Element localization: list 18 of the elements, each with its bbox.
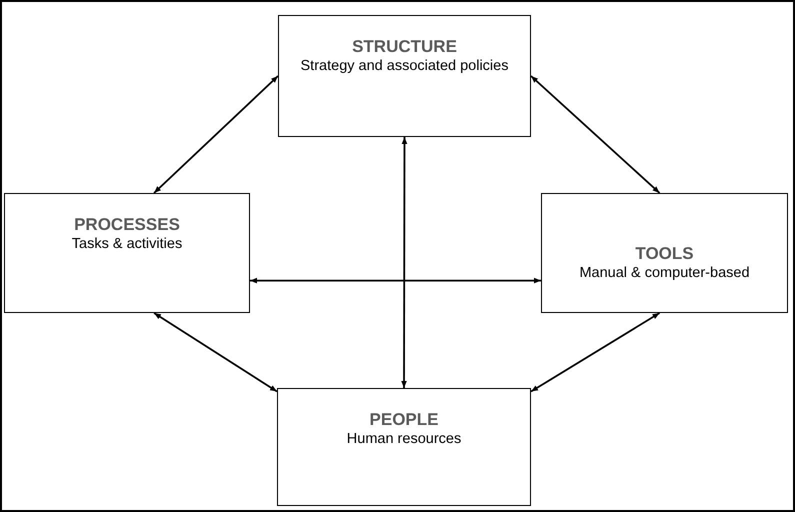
concept-box	[278, 15, 531, 137]
box-heading: TOOLS	[635, 243, 694, 264]
double-arrow	[530, 75, 660, 194]
concept-box	[541, 193, 788, 313]
double-arrow	[250, 278, 541, 284]
box-heading: PROCESSES	[74, 214, 180, 235]
box-heading: STRUCTURE	[352, 36, 457, 57]
box-description: Strategy and associated policies	[300, 57, 508, 76]
double-arrow	[530, 312, 660, 392]
concept-box	[4, 193, 250, 313]
double-arrow	[154, 312, 278, 392]
box-description: Tasks & activities	[72, 235, 182, 254]
double-arrow	[153, 75, 279, 194]
box-description: Human resources	[346, 430, 462, 449]
box-heading: PEOPLE	[370, 409, 438, 430]
double-arrow	[401, 137, 408, 388]
concept-box	[277, 388, 531, 506]
box-description: Manual & computer-based	[579, 264, 750, 283]
